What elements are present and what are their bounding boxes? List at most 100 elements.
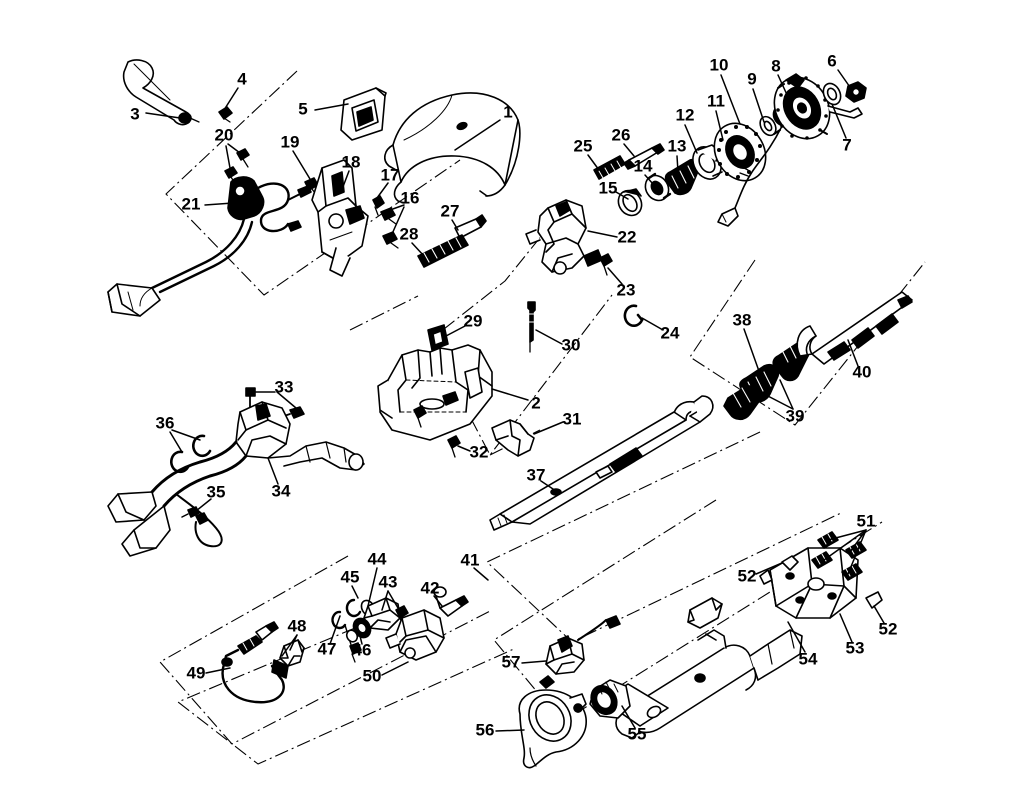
- part-21-turn-signal-switch: [107, 176, 312, 317]
- part-18-lock-housing: [311, 159, 369, 277]
- callout-number-43: 43: [379, 572, 398, 591]
- callout-number-19: 19: [281, 132, 300, 151]
- callout-number-20: 20: [215, 125, 234, 144]
- part-34-multifunction-switch: [107, 401, 365, 557]
- part-1-upper-shroud: [384, 92, 521, 204]
- part-29-clip: [427, 324, 449, 351]
- part-37-lower-steering-shaft: [489, 395, 714, 531]
- callout-number-4: 4: [237, 69, 247, 88]
- part-2-lower-shroud: [377, 344, 493, 441]
- callout-number-26: 26: [612, 125, 631, 144]
- callout-number-55: 55: [628, 724, 647, 743]
- part-49-cable: [221, 621, 285, 704]
- part-52-bushings: [781, 555, 883, 609]
- callout-number-22: 22: [618, 227, 637, 246]
- part-12-hub: [692, 144, 723, 180]
- callout-number-33: 33: [275, 377, 294, 396]
- part-23-screw: [599, 253, 613, 276]
- callout-number-21: 21: [182, 194, 201, 213]
- callout-number-2: 2: [531, 393, 540, 412]
- callout-number-34: 34: [272, 481, 291, 500]
- group-boundary-lower-shaft: [486, 431, 844, 643]
- callout-number-13: 13: [668, 136, 687, 155]
- callout-number-46: 46: [353, 640, 372, 659]
- part-buzzer-wire: [717, 125, 783, 227]
- callout-number-42: 42: [421, 578, 440, 597]
- part-57-switch: [539, 615, 621, 689]
- part-8-lock-cylinder-housing: [773, 73, 831, 140]
- callout-leader-lines: [145, 69, 885, 732]
- part-6-nut: [845, 81, 867, 103]
- callout-number-52: 52: [738, 566, 757, 585]
- callout-number-14: 14: [634, 156, 653, 175]
- callout-number-50: 50: [363, 666, 382, 685]
- group-boundary-lower-mid: [177, 627, 517, 765]
- callout-number-29: 29: [464, 311, 483, 330]
- callout-number-17: 17: [381, 165, 400, 184]
- part-40-upper-steering-shaft: [796, 291, 913, 365]
- part-56-boot: [518, 689, 587, 769]
- callout-number-16: 16: [401, 188, 420, 207]
- callout-number-9: 9: [747, 69, 756, 88]
- callout-number-45: 45: [341, 567, 360, 586]
- callout-number-28: 28: [400, 224, 419, 243]
- callout-number-3: 3: [130, 104, 139, 123]
- callout-number-36: 36: [156, 413, 175, 432]
- callout-number-12: 12: [676, 105, 695, 124]
- part-36-retaining-rings: [170, 434, 212, 474]
- callout-number-38: 38: [733, 310, 752, 329]
- group-boundary-column: [493, 499, 883, 723]
- callout-number-8: 8: [771, 56, 780, 75]
- callout-number-6: 6: [827, 51, 836, 70]
- part-31-lever: [491, 419, 535, 457]
- part-16-screws: [380, 207, 399, 249]
- part-50-housing: [385, 609, 445, 661]
- group-boundary-lower-left: [159, 555, 493, 745]
- callout-number-18: 18: [342, 152, 361, 171]
- part-22-lock-housing-assembly: [525, 199, 603, 275]
- callout-number-41: 41: [461, 550, 480, 569]
- callout-number-51: 51: [857, 511, 876, 530]
- part-46-bushing: [345, 617, 372, 643]
- callout-number-7: 7: [842, 135, 851, 154]
- part-5-cover-plate: [340, 87, 387, 141]
- part-55-seal: [589, 679, 631, 719]
- callout-number-48: 48: [288, 616, 307, 635]
- callout-number-54: 54: [799, 649, 818, 668]
- callout-number-57: 57: [502, 652, 521, 671]
- part-30-plunger: [527, 301, 536, 353]
- callout-number-30: 30: [562, 335, 581, 354]
- part-35-screw: [181, 506, 200, 518]
- callout-number-10: 10: [710, 55, 729, 74]
- callout-number-31: 31: [563, 409, 582, 428]
- group-boundary-connector-b: [349, 295, 419, 331]
- part-24-retaining-ring: [623, 304, 644, 327]
- callout-number-37: 37: [527, 465, 546, 484]
- part-7-key-retainer: [822, 82, 863, 119]
- part-42-actuator-rod: [433, 586, 469, 617]
- callout-number-52b: 52: [879, 619, 898, 638]
- part-11-lock-plate: [713, 122, 767, 182]
- part-44-bracket: [363, 597, 401, 631]
- callout-number-49: 49: [187, 663, 206, 682]
- callout-number-32: 32: [470, 442, 489, 461]
- callout-number-24: 24: [661, 323, 680, 342]
- callout-number-56: 56: [476, 720, 495, 739]
- callout-number-47: 47: [318, 639, 337, 658]
- callout-number-23: 23: [617, 280, 636, 299]
- part-47-clip: [331, 610, 362, 663]
- callout-number-25: 25: [574, 136, 593, 155]
- callout-number-27: 27: [441, 201, 460, 220]
- part-38-39-bearings: [723, 342, 810, 421]
- callout-number-5: 5: [298, 99, 307, 118]
- part-28-spring-rod: [417, 234, 469, 268]
- part-32-screws: [413, 405, 461, 458]
- callout-number-35: 35: [207, 482, 226, 501]
- part-48-clips: [271, 639, 305, 679]
- callout-number-44: 44: [368, 549, 387, 568]
- part-27-actuator-rod: [454, 214, 487, 239]
- callout-number-39: 39: [786, 406, 805, 425]
- callout-number-labels: 1234567891011121314151617181920212223242…: [130, 51, 897, 743]
- callout-number-40: 40: [853, 362, 872, 381]
